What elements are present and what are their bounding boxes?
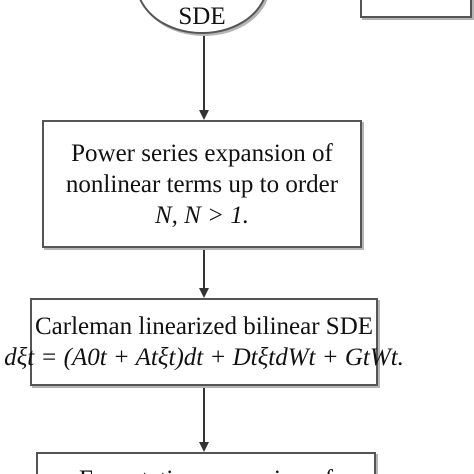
carleman-line-1: Carleman linearized bilinear SDE bbox=[34, 313, 374, 340]
power-series-line-1: Power series expansion of bbox=[71, 139, 333, 167]
expectation-line-1: Expectation expansion of bbox=[38, 464, 374, 474]
sde-node: SDE bbox=[136, 0, 268, 34]
power-series-line-2: nonlinear terms up to order bbox=[65, 170, 339, 198]
expectation-box: Expectation expansion of bbox=[36, 452, 376, 474]
power-series-line-3: N, N > 1. bbox=[155, 201, 249, 229]
side-node-partial bbox=[360, 0, 472, 18]
carleman-equation: dξt = (A0t + Atξt)dt + DtξtdWt + GtWt. bbox=[4, 344, 404, 371]
sde-node-label: SDE bbox=[178, 4, 226, 30]
carleman-box: Carleman linearized bilinear SDE dξt = (… bbox=[4, 298, 404, 386]
power-series-box: Power series expansion of nonlinear term… bbox=[42, 120, 362, 248]
